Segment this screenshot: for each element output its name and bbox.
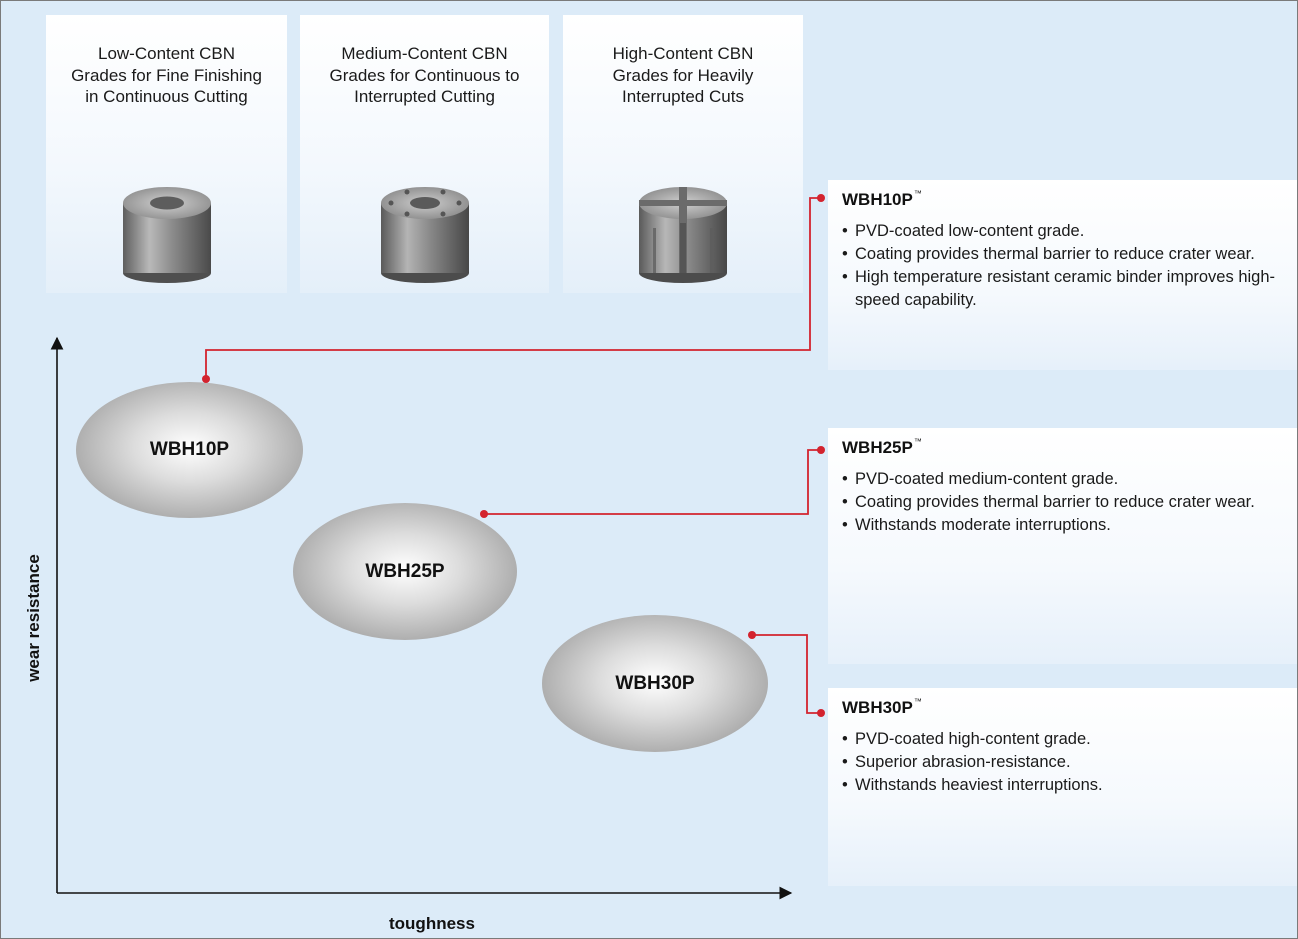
holed-insert-icon [377,183,473,288]
solid-insert-icon [119,183,215,288]
bullet-item: Withstands moderate interruptions. [842,514,1292,537]
infobox-title: WBH10P™ [842,189,922,209]
panel-title: Low-Content CBN Grades for Fine Finishin… [71,44,262,106]
infobox-title: WBH25P™ [842,437,922,457]
panel-title: Medium-Content CBN Grades for Continuous… [329,44,520,106]
grade-ellipse-label: WBH10P [149,439,230,460]
bullet-item: High temperature resistant ceramic binde… [842,266,1292,312]
connector-wbh10p [205,197,821,379]
bullet-item: PVD-coated low-content grade. [842,220,1292,243]
bullet-item: Coating provides thermal barrier to redu… [842,243,1292,266]
panel-medium-content: Medium-Content CBN Grades for Continuous… [300,15,549,293]
bullet-item: PVD-coated high-content grade. [842,728,1292,751]
infobox-wbh30p: WBH30P™ PVD-coated high-content grade. S… [828,688,1297,886]
bullet-item: Superior abrasion-resistance. [842,751,1292,774]
panel-low-content: Low-Content CBN Grades for Fine Finishin… [46,15,287,293]
bullet-item: Withstands heaviest interruptions. [842,774,1292,797]
grade-ellipse-wbh25p: WBH25P [293,503,517,640]
grade-ellipse-label: WBH25P [365,560,445,582]
infobox-bullets: PVD-coated high-content grade. Superior … [842,728,1292,797]
panel-high-content: High-Content CBN Grades for Heavily Inte… [563,15,803,293]
grade-ellipse-wbh10p: WBH10P [76,382,303,518]
infobox-bullets: PVD-coated low-content grade. Coating pr… [842,220,1292,312]
panel-title: High-Content CBN Grades for Heavily Inte… [612,44,754,106]
bullet-item: Coating provides thermal barrier to redu… [842,491,1292,514]
y-axis-label: wear resistance [24,554,43,682]
connector-wbh25p [484,449,821,515]
x-axis-label: toughness [389,914,475,933]
infobox-title: WBH30P™ [842,697,922,717]
grade-ellipse-wbh30p: WBH30P [542,615,768,752]
infobox-bullets: PVD-coated medium-content grade. Coating… [842,468,1292,537]
bullet-item: PVD-coated medium-content grade. [842,468,1292,491]
segmented-insert-icon [635,183,731,288]
connector-wbh30p [752,634,821,714]
grade-ellipse-label: WBH30P [615,672,695,694]
infobox-wbh25p: WBH25P™ PVD-coated medium-content grade.… [828,428,1297,664]
infobox-wbh10p: WBH10P™ PVD-coated low-content grade. Co… [828,180,1297,370]
